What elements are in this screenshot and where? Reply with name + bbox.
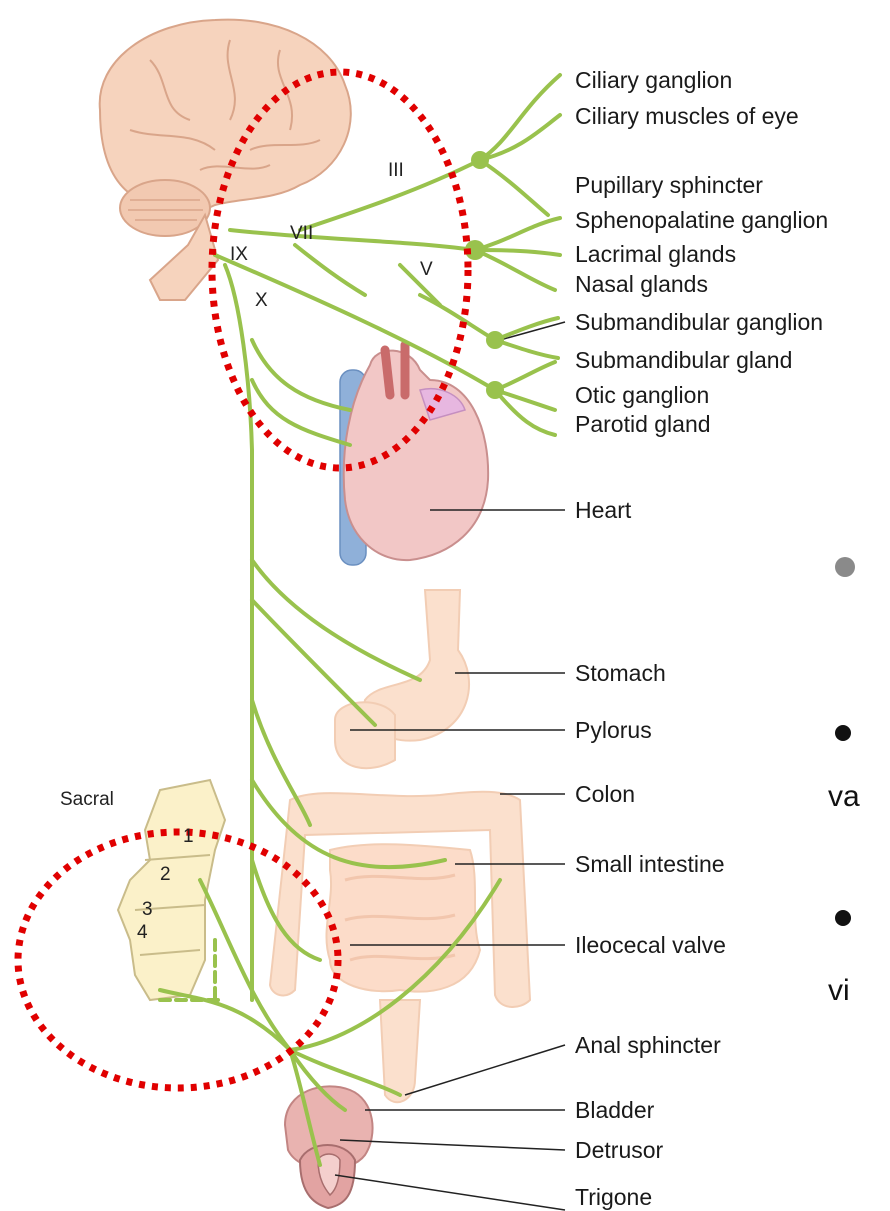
label-ciliary-ganglion: Ciliary ganglion xyxy=(575,67,732,93)
nerve-ix-label: IX xyxy=(230,244,248,265)
nerve-v-label: V xyxy=(420,259,433,280)
label-anal-sphincter: Anal sphincter xyxy=(575,1032,721,1058)
label-nasal-glands: Nasal glands xyxy=(575,271,708,297)
label-submandibular-gland: Submandibular gland xyxy=(575,347,792,373)
nerve-vii-label: VII xyxy=(290,223,313,244)
label-small-intestine: Small intestine xyxy=(575,851,725,877)
label-parotid-gland: Parotid gland xyxy=(575,411,711,437)
target-labels: Ciliary ganglion Ciliary muscles of eye … xyxy=(575,67,828,1210)
label-stomach: Stomach xyxy=(575,660,666,686)
nerve-x-label: X xyxy=(255,290,268,311)
nerve-iii-label: III xyxy=(388,160,404,181)
sacral-segment-4: 4 xyxy=(137,922,148,943)
bullet-3 xyxy=(835,910,851,926)
sacral-title: Sacral xyxy=(60,789,114,810)
label-trigone: Trigone xyxy=(575,1184,652,1210)
label-detrusor: Detrusor xyxy=(575,1137,664,1163)
label-bladder: Bladder xyxy=(575,1097,655,1123)
label-submandibular-ganglion: Submandibular ganglion xyxy=(575,309,823,335)
bullet-2 xyxy=(835,725,851,741)
sacral-segment-3: 3 xyxy=(142,899,153,920)
label-sphenopalatine-ganglion: Sphenopalatine ganglion xyxy=(575,207,828,233)
bullet-3-text: vi xyxy=(828,974,850,1007)
sacral-segment-1: 1 xyxy=(183,826,194,847)
bullet-1 xyxy=(835,557,855,577)
sacral-segment-2: 2 xyxy=(160,864,171,885)
bladder-organ xyxy=(285,1086,373,1208)
sacrum xyxy=(118,780,225,1000)
label-lacrimal-glands: Lacrimal glands xyxy=(575,241,736,267)
pylorus-organ xyxy=(335,702,395,768)
label-otic-ganglion: Otic ganglion xyxy=(575,382,709,408)
bullet-2-text: va xyxy=(828,780,860,813)
label-pylorus: Pylorus xyxy=(575,717,652,743)
organs xyxy=(100,20,530,1208)
label-pupillary-sphincter: Pupillary sphincter xyxy=(575,172,763,198)
slide-bullets: va vi xyxy=(828,557,860,1007)
heart xyxy=(340,345,488,565)
label-ileocecal-valve: Ileocecal valve xyxy=(575,932,726,958)
label-ciliary-muscles: Ciliary muscles of eye xyxy=(575,103,799,129)
label-colon: Colon xyxy=(575,781,635,807)
label-heart: Heart xyxy=(575,497,632,523)
